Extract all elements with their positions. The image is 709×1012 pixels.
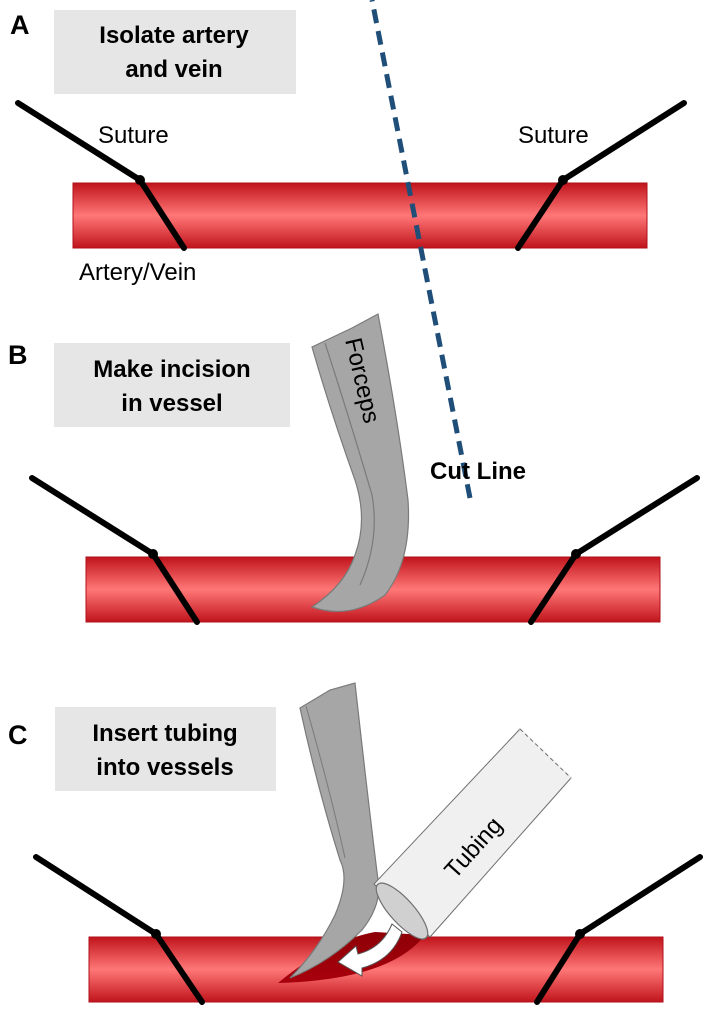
suture-label-left: Suture bbox=[98, 122, 169, 149]
tubing-opening bbox=[375, 882, 429, 940]
forceps-b: Forceps bbox=[310, 313, 410, 613]
suture-knot bbox=[571, 549, 581, 559]
step-b-line-2: in vessel bbox=[121, 390, 222, 417]
panel-a: A Isolate artery and vein Suture Suture … bbox=[10, 10, 687, 286]
step-c-line-2: into vessels bbox=[96, 754, 233, 781]
cut-line-label: Cut Line bbox=[430, 458, 526, 485]
panel-letter-c: C bbox=[8, 720, 28, 750]
suture-knot bbox=[148, 549, 158, 559]
suture-knot bbox=[135, 175, 145, 185]
suture-left-c bbox=[33, 854, 205, 1005]
step-box-c bbox=[55, 707, 276, 791]
panel-c: C Insert tubing into vessels Tub bbox=[8, 682, 703, 1005]
step-a-line-1: Isolate artery bbox=[99, 22, 249, 49]
step-b-line-1: Make incision bbox=[93, 356, 250, 383]
suture-knot bbox=[558, 175, 568, 185]
panel-b: B Make incision in vessel Forceps Cut Li… bbox=[8, 0, 700, 625]
step-box-a bbox=[54, 10, 296, 94]
panel-letter-b: B bbox=[8, 340, 28, 370]
suture-knot bbox=[151, 929, 161, 939]
suture-right-b bbox=[528, 475, 700, 625]
step-c-line-1: Insert tubing bbox=[92, 720, 237, 747]
step-a-line-2: and vein bbox=[125, 56, 222, 83]
suture-knot bbox=[575, 929, 585, 939]
vessel-label: Artery/Vein bbox=[79, 259, 196, 286]
suture-left-a bbox=[15, 100, 187, 251]
suture-right-c bbox=[534, 854, 703, 1005]
vessel-a bbox=[72, 182, 648, 249]
tubing: Tubing bbox=[373, 728, 572, 940]
suture-left-b bbox=[29, 475, 200, 625]
suture-right-a bbox=[515, 100, 687, 251]
cut-line bbox=[369, 0, 473, 499]
suture-label-right: Suture bbox=[518, 122, 589, 149]
step-box-b bbox=[54, 343, 290, 427]
panel-letter-a: A bbox=[10, 10, 30, 40]
insertion-arrow-icon bbox=[337, 923, 403, 977]
forceps-c bbox=[289, 682, 380, 979]
